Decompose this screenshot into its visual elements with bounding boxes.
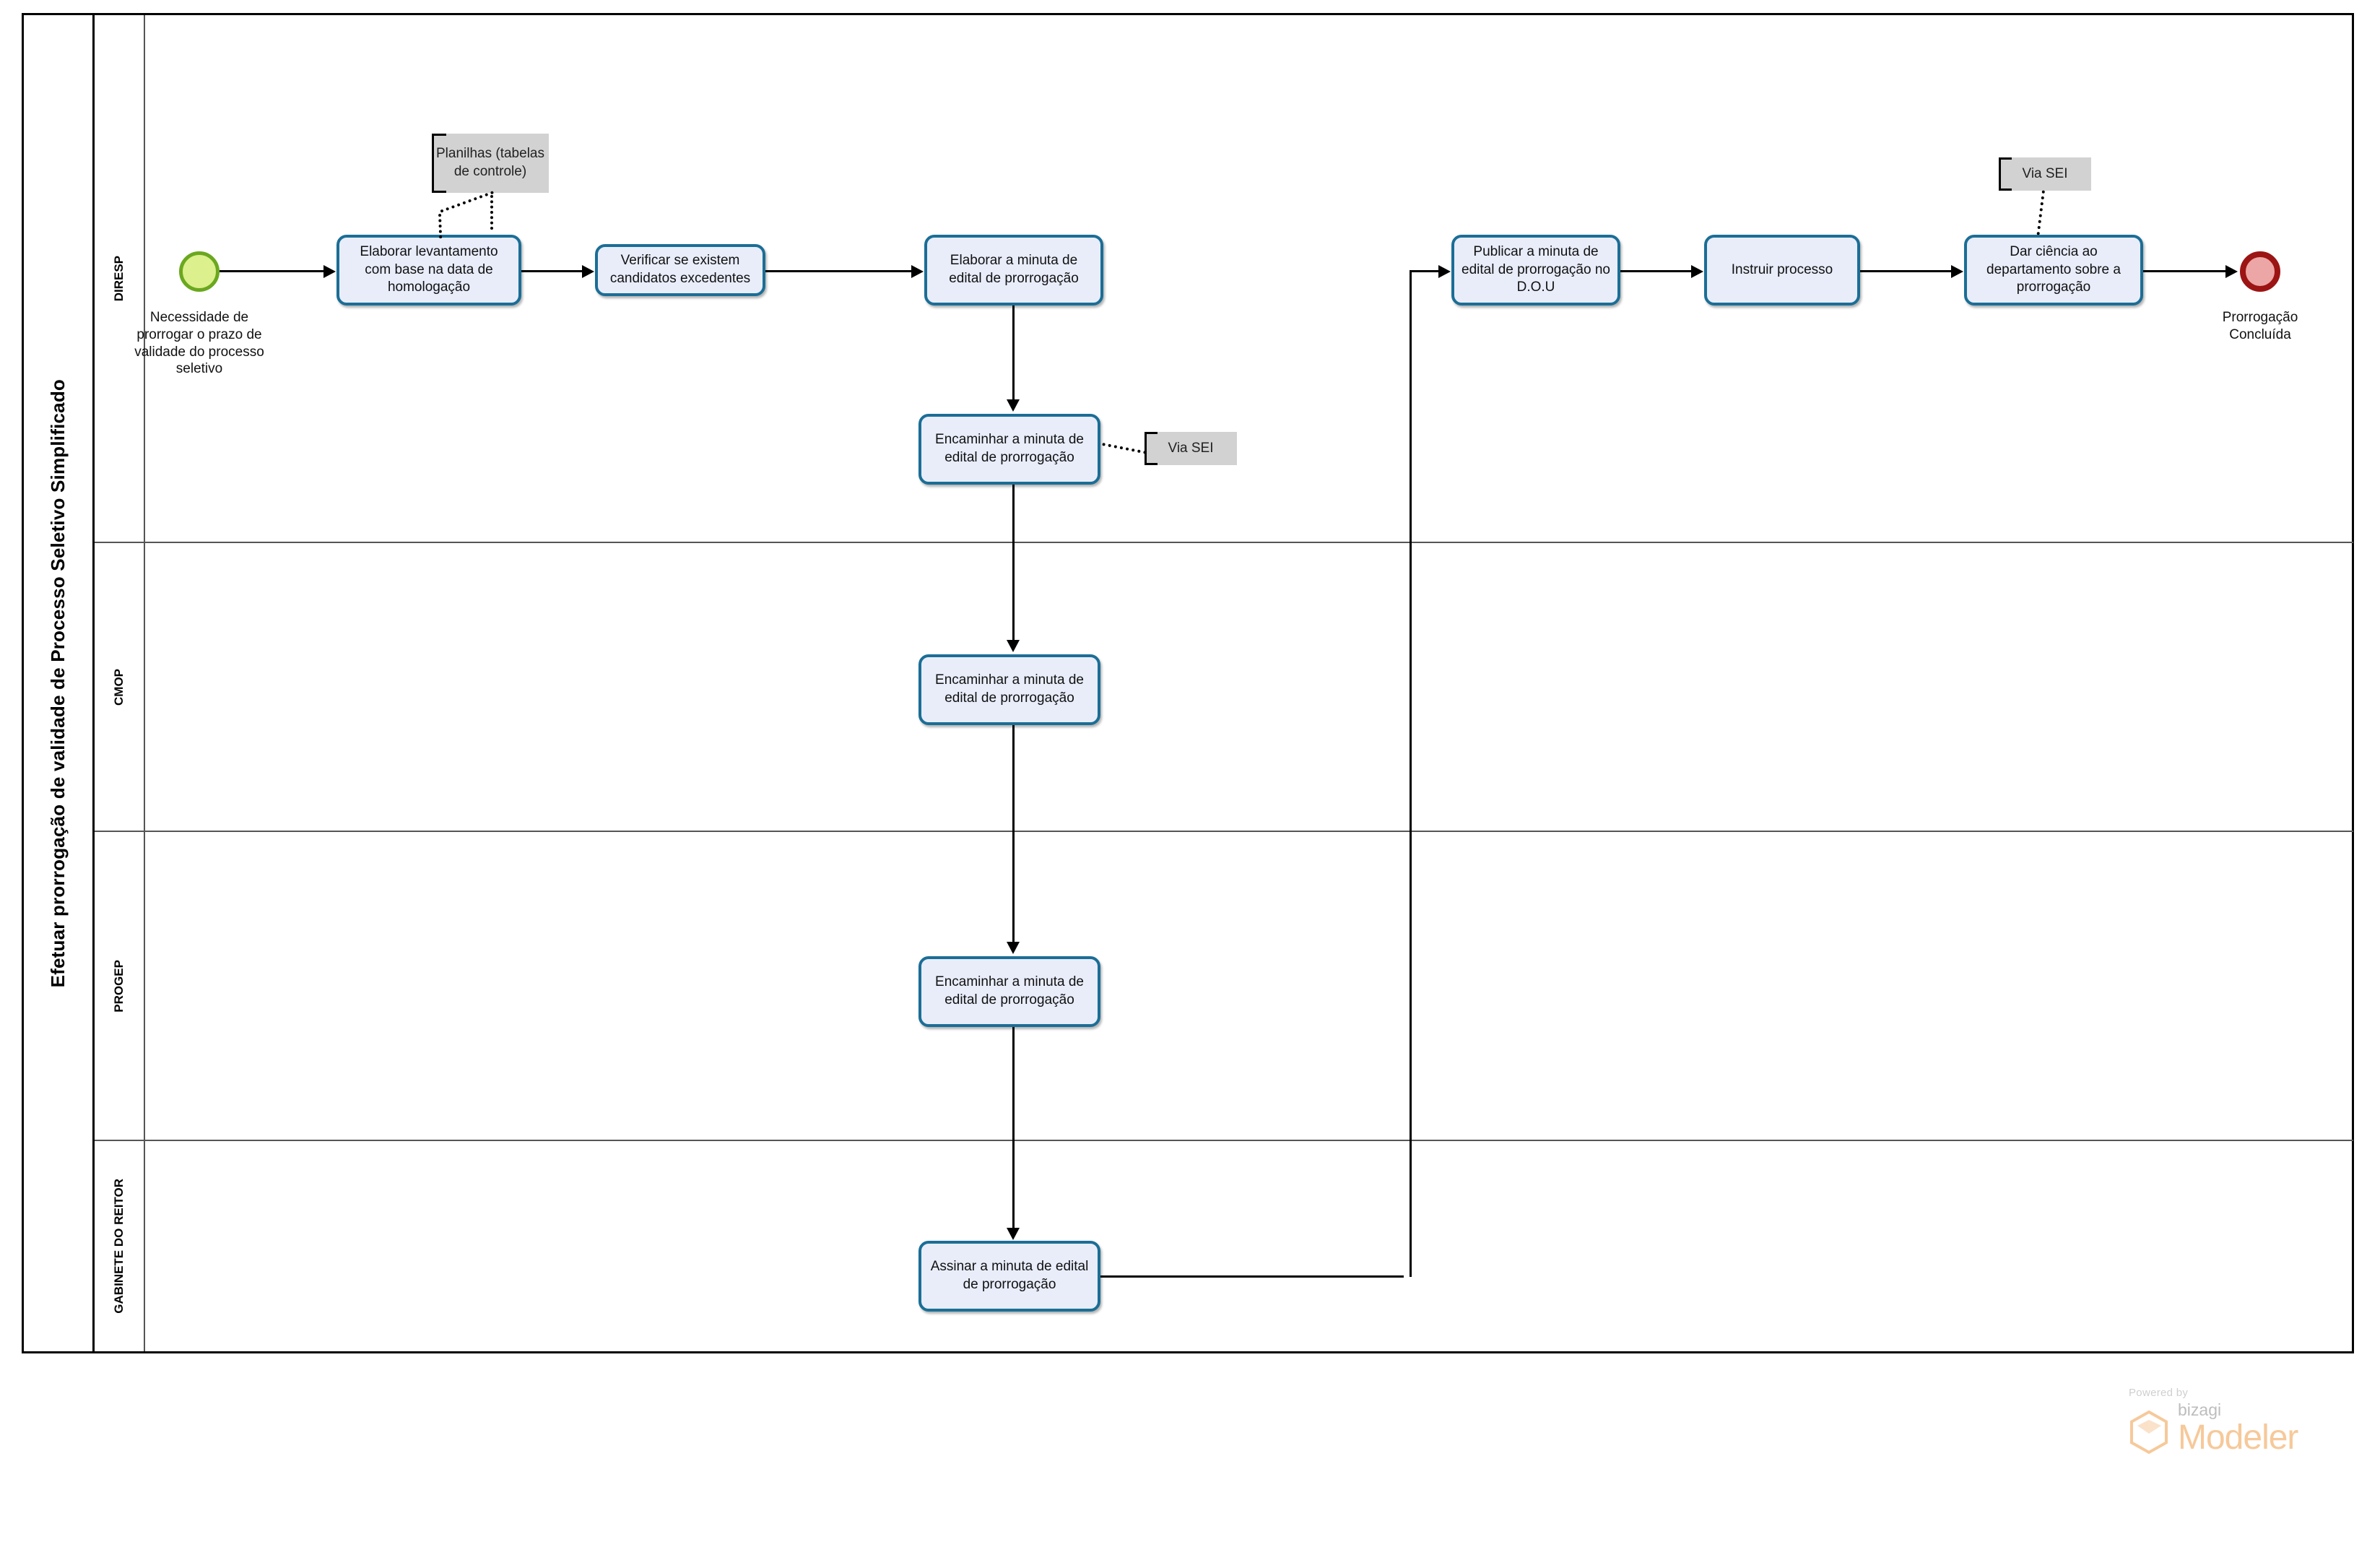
lane-divider-diresp-cmop: [95, 542, 2353, 543]
flow-riser-into-t8: [1412, 270, 1448, 272]
lane-label-progep: PROGEP: [112, 959, 126, 1013]
flow-t8-to-t9: [1620, 270, 1695, 272]
lane-label-cmop: CMOP: [112, 668, 126, 706]
bizagi-hexagon-icon: [2130, 1410, 2168, 1454]
modeler-wordmark: Modeler: [2178, 1418, 2298, 1457]
lane-header-progep: PROGEP: [95, 831, 145, 1140]
flow-t4-to-t5: [1012, 485, 1015, 647]
end-event-prorrogacao-concluida[interactable]: [2240, 251, 2280, 292]
flow-t9-to-t10: [1860, 270, 1955, 272]
flow-arrow-t2-to-t3: [911, 265, 924, 278]
lane-label-gabinete-do-reitor: GABINETE DO REITOR: [112, 1178, 126, 1314]
task-instruir-processo[interactable]: Instruir processo: [1704, 235, 1860, 306]
flow-arrow-riser-to-t8: [1438, 265, 1451, 278]
flow-t3-to-t4: [1012, 306, 1015, 407]
pool-title: Efetuar prorrogação de validade de Proce…: [24, 15, 95, 1351]
lane-header-cmop: CMOP: [95, 542, 145, 831]
start-event-necessidade[interactable]: [179, 251, 220, 292]
flow-arrow-t4-to-t5: [1007, 640, 1020, 652]
end-event-label: Prorrogação Concluída: [2222, 310, 2298, 342]
flow-arrow-t1-to-t2: [582, 265, 594, 278]
annotation-planilhas: Planilhas (tabelas de controle): [432, 134, 549, 193]
powered-by-label: Powered by: [2129, 1387, 2189, 1399]
annotation-via-sei-diresp: Via SEI: [1145, 432, 1237, 465]
task-publicar-minuta-dou[interactable]: Publicar a minuta de edital de prorrogaç…: [1451, 235, 1620, 306]
flow-arrow-t3-to-t4: [1007, 399, 1020, 412]
flow-arrow-t6-to-t7: [1007, 1228, 1020, 1240]
flow-t2-to-t3: [765, 270, 916, 272]
task-assinar-minuta-edital[interactable]: Assinar a minuta de edital de prorrogaçã…: [918, 1241, 1100, 1312]
flow-arrow-t8-to-t9: [1691, 265, 1703, 278]
flow-arrow-start-to-t1: [323, 265, 336, 278]
flow-t1-to-t2: [521, 270, 586, 272]
task-encaminhar-minuta-cmop[interactable]: Encaminhar a minuta de edital de prorrog…: [918, 654, 1100, 725]
flow-t7-to-riser: [1100, 1275, 1404, 1278]
start-event-label: Necessidade de prorrogar o prazo de vali…: [134, 310, 264, 377]
lane-header-diresp: DIRESP: [95, 15, 145, 542]
flow-arrow-t5-to-t6: [1007, 942, 1020, 954]
task-dar-ciencia-departamento[interactable]: Dar ciência ao departamento sobre a pror…: [1964, 235, 2143, 306]
task-encaminhar-minuta-progep[interactable]: Encaminhar a minuta de edital de prorrog…: [918, 956, 1100, 1027]
pool: [22, 13, 2354, 1353]
lane-label-diresp: DIRESP: [112, 256, 126, 302]
lane-divider-progep-gabinete: [95, 1140, 2353, 1141]
flow-riser-to-t8: [1410, 270, 1412, 1277]
lane-divider-cmop-progep: [95, 831, 2353, 832]
flow-t10-to-end: [2143, 270, 2230, 272]
flow-arrow-t10-to-end: [2225, 265, 2238, 278]
annotation-via-sei-dar-ciencia: Via SEI: [1999, 157, 2091, 191]
bizagi-wordmark: bizagi: [2178, 1400, 2222, 1419]
flow-t5-to-t6: [1012, 725, 1015, 949]
association-planilhas-to-task1: [490, 195, 493, 230]
bizagi-modeler-logo: Powered by bizagi Modeler: [2129, 1387, 2298, 1455]
flow-t6-to-t7: [1012, 1027, 1015, 1236]
task-elaborar-levantamento[interactable]: Elaborar levantamento com base na data d…: [336, 235, 521, 306]
flow-start-to-t1: [220, 270, 328, 272]
flow-arrow-t9-to-t10: [1951, 265, 1963, 278]
pool-title-label: Efetuar prorrogação de validade de Proce…: [47, 378, 69, 988]
lane-header-gabinete: GABINETE DO REITOR: [95, 1140, 145, 1351]
task-encaminhar-minuta-diresp[interactable]: Encaminhar a minuta de edital de prorrog…: [918, 414, 1100, 485]
task-elaborar-minuta-edital[interactable]: Elaborar a minuta de edital de prorrogaç…: [924, 235, 1103, 306]
task-verificar-candidatos-excedentes[interactable]: Verificar se existem candidatos excedent…: [595, 244, 765, 296]
